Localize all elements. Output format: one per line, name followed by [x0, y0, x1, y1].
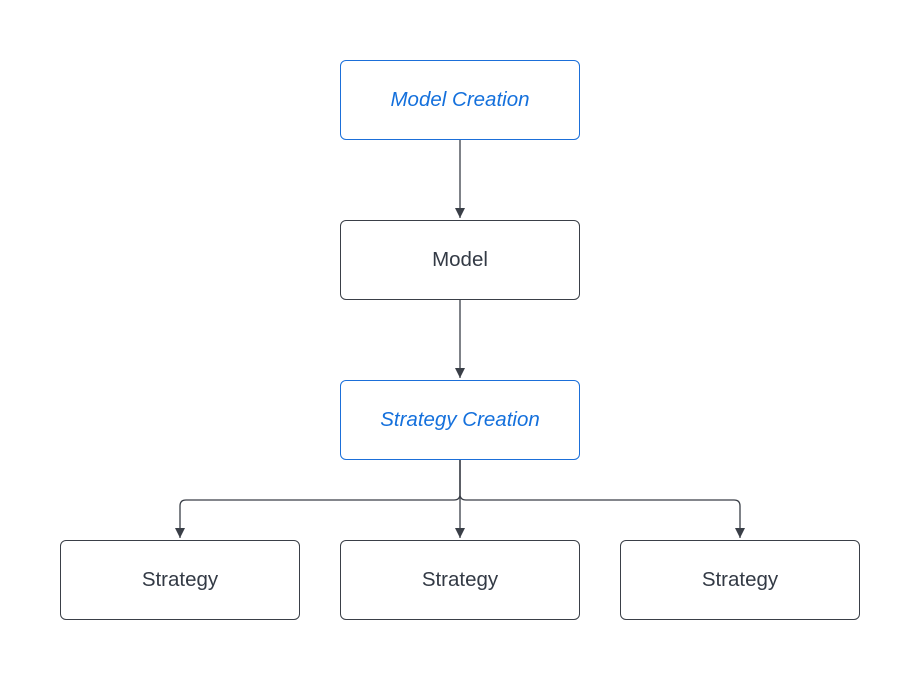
strategy-creation-node[interactable]: Strategy Creation: [340, 380, 580, 460]
node-label: Model Creation: [390, 88, 530, 111]
model-creation-node[interactable]: Model Creation: [340, 60, 580, 140]
model-node[interactable]: Model: [340, 220, 580, 300]
strategy-node-1[interactable]: Strategy: [60, 540, 300, 620]
strategy-node-2[interactable]: Strategy: [340, 540, 580, 620]
node-label: Strategy Creation: [380, 408, 540, 431]
strategy-node-3[interactable]: Strategy: [620, 540, 860, 620]
connector-strategy-creation-to-strategy-1: [175, 460, 461, 538]
connector-strategy-creation-to-strategy-3: [459, 460, 745, 538]
node-label: Model: [432, 248, 488, 271]
node-label: Strategy: [701, 568, 779, 591]
node-label: Strategy: [421, 568, 499, 591]
node-label: Strategy: [141, 568, 219, 591]
